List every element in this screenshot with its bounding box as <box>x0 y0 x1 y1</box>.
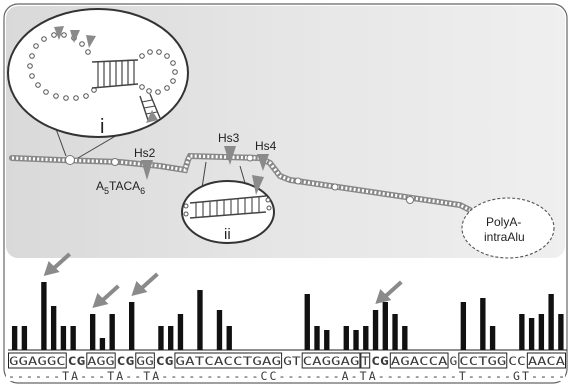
histogram-bar <box>372 310 379 350</box>
polya-label-line2: intraAlu <box>484 230 525 244</box>
strand-node <box>406 196 414 204</box>
histogram-bar <box>538 314 545 350</box>
histogram-bar <box>558 314 564 350</box>
inset-i-label: i <box>100 116 104 138</box>
histogram-bar <box>41 282 47 350</box>
histogram-bar <box>489 326 496 350</box>
histogram-bar <box>402 326 408 350</box>
sequence-segment: CG <box>156 354 174 368</box>
histogram-bar <box>363 326 369 350</box>
sequence-segment: CG <box>68 354 86 368</box>
hotspot-arrow-icon <box>92 293 109 308</box>
strand-node <box>111 158 119 166</box>
histogram-bar <box>21 326 28 350</box>
polya-label-line1: PolyA- <box>486 215 521 229</box>
sequence-box <box>8 352 67 369</box>
sequence-segment: GATCACCTGAG <box>175 354 281 368</box>
histogram-bar <box>382 302 388 350</box>
histogram-bar <box>548 294 554 350</box>
hotspot-arrow-icon <box>375 289 392 304</box>
sequence-segment: CAGGAG <box>303 354 360 368</box>
histogram-bar <box>324 330 330 350</box>
hs4-label: Hs4 <box>255 139 277 153</box>
sequence-box <box>86 352 116 369</box>
cleavage-arrow-icon <box>86 35 96 48</box>
histogram-bar <box>216 310 223 350</box>
sequence-box <box>135 352 155 369</box>
histogram-bar <box>11 326 18 350</box>
sequence-segment: AGACCA <box>391 354 448 368</box>
sequence-box <box>174 352 283 369</box>
inset-i-stem-loop: i <box>7 8 189 138</box>
inset-ii-label: ii <box>224 226 231 243</box>
histogram-bar <box>50 306 57 350</box>
sequence-segment: CG <box>117 354 135 368</box>
histogram-bar <box>528 318 535 350</box>
histogram-bar <box>460 302 467 350</box>
histogram-bar <box>129 302 135 350</box>
sequence-segment: GGAGGC <box>9 354 66 368</box>
sequence-segment: GT <box>283 354 301 368</box>
hs2-label: Hs2 <box>134 146 156 160</box>
hotspot-arrow-icon <box>131 281 148 296</box>
histogram-bar <box>158 326 164 350</box>
sequence-box <box>360 352 371 369</box>
histogram-bar <box>109 314 115 350</box>
alu-strand <box>9 152 473 213</box>
sequence-segment: GG <box>136 354 154 368</box>
histogram-bar <box>343 326 349 350</box>
histogram-bar <box>99 338 106 350</box>
hs4-arrow-icon <box>257 154 269 171</box>
sequence-segment: T <box>361 354 369 368</box>
sequence-box <box>301 352 361 369</box>
strand-node <box>294 177 302 185</box>
histogram-bar <box>197 290 203 350</box>
strand-node <box>246 154 254 162</box>
sequence-box <box>458 352 508 369</box>
sequence-segment: AGG <box>87 354 114 368</box>
sequence-segment: CC <box>508 354 526 368</box>
cleavage-arrow-icon <box>252 175 264 195</box>
histogram-bar <box>70 326 76 350</box>
cleavage-arrow-icon <box>146 110 158 123</box>
histogram-bar <box>60 326 67 350</box>
histogram-bar <box>480 298 486 350</box>
sequence-box <box>526 352 566 369</box>
strand-node <box>331 183 339 191</box>
histogram-bar <box>314 326 320 350</box>
hotspot-arrow-icon <box>43 261 60 276</box>
histogram-bar <box>392 314 398 350</box>
cleavage-arrow-icon <box>54 26 64 40</box>
histogram-bar <box>89 314 96 350</box>
sequence-segment: AACA <box>528 354 565 368</box>
strand-node <box>65 155 75 165</box>
hs3-arrow-icon <box>224 146 236 165</box>
histogram-bar <box>304 294 310 350</box>
histogram-panel <box>6 258 565 381</box>
cleavage-histogram <box>11 252 564 350</box>
histogram-bar <box>353 330 359 350</box>
sequence-segment: CG <box>371 354 389 368</box>
inset-ii-stem: ii <box>181 175 275 244</box>
histogram-bar <box>519 314 525 350</box>
histogram-bar <box>177 314 184 350</box>
sequence-box <box>389 352 449 369</box>
sequence-segment: CCTGG <box>459 354 506 368</box>
polya-intraalu-node: PolyA- intraAlu <box>461 197 555 259</box>
histogram-bar <box>226 326 232 350</box>
insertion-label: A5TACA6 <box>96 179 145 196</box>
sequence-segment: G <box>450 354 458 368</box>
cleavage-arrow-icon <box>70 30 80 43</box>
hs3-label: Hs3 <box>218 131 240 145</box>
hs2-arrow-icon <box>141 160 153 180</box>
callout-line <box>201 161 207 189</box>
histogram-bar <box>168 326 174 350</box>
